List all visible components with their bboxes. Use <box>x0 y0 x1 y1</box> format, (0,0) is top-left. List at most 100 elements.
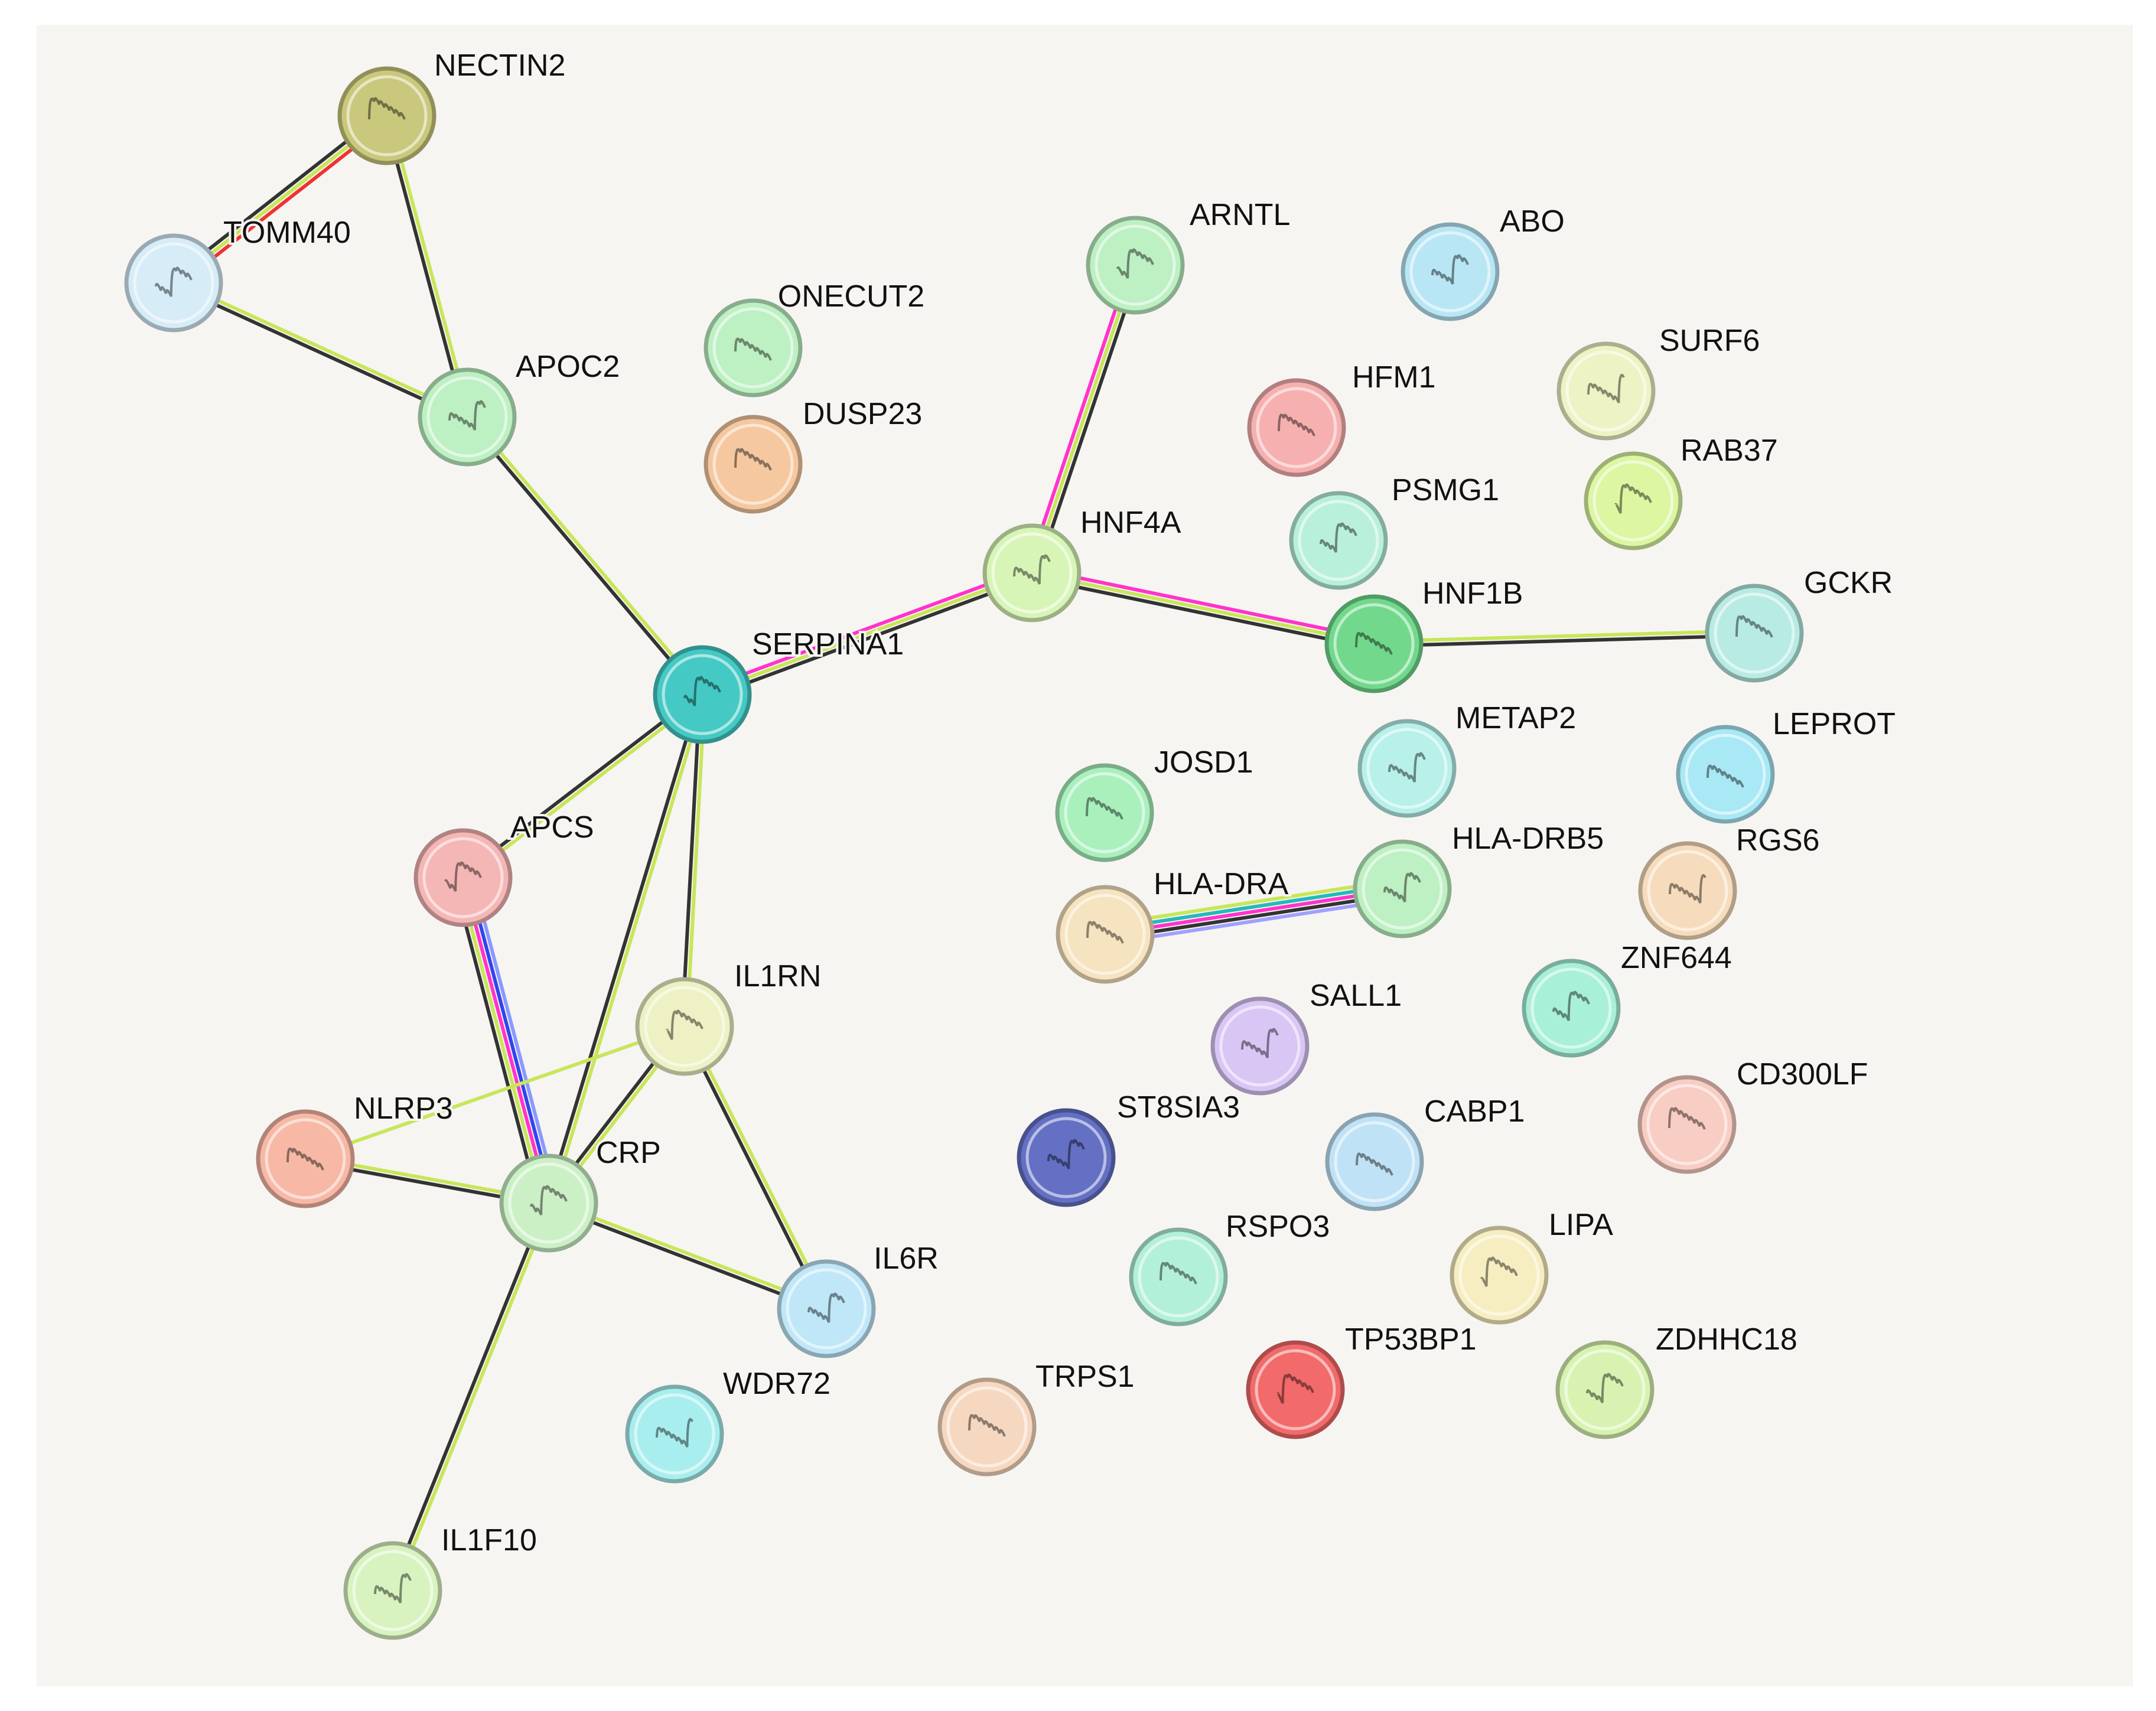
node-circle[interactable] <box>625 1384 724 1484</box>
edge-tomm40-apoc2[interactable] <box>171 279 470 421</box>
node-cd300lf[interactable]: CD300LF <box>1637 1055 1871 1174</box>
node-apcs[interactable]: APCS <box>413 808 597 927</box>
node-hfm1[interactable]: HFM1 <box>1247 358 1438 477</box>
node-inner-ring <box>634 1393 715 1475</box>
node-circle[interactable] <box>1584 451 1683 550</box>
node-inner-ring <box>346 75 428 157</box>
edge-evidence-line <box>393 1202 553 1593</box>
node-circle[interactable] <box>1637 1075 1737 1174</box>
node-circle[interactable] <box>777 1259 876 1358</box>
node-onecut2[interactable]: ONECUT2 <box>704 277 927 397</box>
node-circle[interactable] <box>1555 1340 1655 1439</box>
node-tp53bp1[interactable]: TP53BP1 <box>1246 1320 1479 1439</box>
node-circle[interactable] <box>1353 839 1452 938</box>
edge-evidence-line <box>460 690 703 878</box>
edge-apcs-crp[interactable] <box>452 873 560 1208</box>
node-hnf1b[interactable]: HNF1B <box>1324 574 1525 693</box>
node-il1rn[interactable]: IL1RN <box>635 957 823 1076</box>
node-circle[interactable] <box>499 1153 598 1253</box>
protein-structure-icon <box>666 1009 704 1040</box>
edge-crp-il6r[interactable] <box>546 1199 829 1313</box>
node-nlrp3[interactable]: NLRP3 <box>256 1089 455 1208</box>
node-hla-dra[interactable]: HLA-DRA <box>1056 865 1291 984</box>
node-rspo3[interactable]: RSPO3 <box>1129 1207 1332 1327</box>
edge-serpina1-il1rn[interactable] <box>680 692 706 1029</box>
edge-evidence-line <box>1025 262 1133 573</box>
node-circle[interactable] <box>1086 216 1185 315</box>
node-circle[interactable] <box>1401 222 1500 321</box>
edge-hnf1b-gckr[interactable] <box>1372 629 1757 648</box>
node-circle[interactable] <box>124 233 223 333</box>
node-metap2[interactable]: METAP2 <box>1357 699 1578 818</box>
node-leprot[interactable]: LEPROT <box>1676 705 1898 824</box>
node-rgs6[interactable]: RGS6 <box>1638 821 1822 940</box>
node-apoc2[interactable]: APOC2 <box>418 347 622 467</box>
node-circle[interactable] <box>337 66 437 165</box>
node-hla-drb5[interactable]: HLA-DRB5 <box>1353 819 1606 938</box>
node-circle[interactable] <box>1056 885 1155 984</box>
protein-structure-icon <box>1355 632 1393 655</box>
node-label: RGS6 <box>1736 823 1820 858</box>
node-psmg1[interactable]: PSMG1 <box>1289 471 1502 590</box>
node-circle[interactable] <box>937 1377 1037 1477</box>
edge-serpina1-apcs[interactable] <box>460 690 706 882</box>
node-surf6[interactable]: SURF6 <box>1556 321 1762 441</box>
node-circle[interactable] <box>413 828 513 927</box>
edge-il1rn-il6r[interactable] <box>680 1024 831 1312</box>
node-wdr72[interactable]: WDR72 <box>625 1364 833 1484</box>
node-rab37[interactable]: RAB37 <box>1584 431 1780 550</box>
node-gckr[interactable]: GCKR <box>1705 563 1895 683</box>
node-circle[interactable] <box>1522 959 1621 1058</box>
node-circle[interactable] <box>1324 594 1424 693</box>
node-hnf4a[interactable]: HNF4A <box>982 503 1184 623</box>
edge-serpina1-hnf4a[interactable] <box>699 566 1035 701</box>
node-znf644[interactable]: ZNF644 <box>1522 938 1734 1058</box>
node-circle[interactable] <box>1017 1108 1116 1207</box>
node-circle[interactable] <box>982 523 1082 623</box>
node-circle[interactable] <box>1246 1340 1345 1439</box>
node-nectin2[interactable]: NECTIN2 <box>337 46 568 165</box>
node-arntl[interactable]: ARNTL <box>1086 195 1292 315</box>
node-circle[interactable] <box>418 367 517 467</box>
node-circle[interactable] <box>256 1109 355 1208</box>
node-label: ABO <box>1500 204 1565 239</box>
node-dusp23[interactable]: DUSP23 <box>704 395 924 514</box>
edge-crp-il1f10[interactable] <box>389 1200 553 1593</box>
node-zdhhc18[interactable]: ZDHHC18 <box>1555 1320 1800 1439</box>
node-tomm40[interactable]: TOMM40 <box>124 213 353 333</box>
node-circle[interactable] <box>635 977 734 1076</box>
node-circle[interactable] <box>1055 763 1154 862</box>
node-circle[interactable] <box>1357 719 1457 818</box>
node-trps1[interactable]: TRPS1 <box>937 1357 1137 1477</box>
node-circle[interactable] <box>1210 996 1310 1096</box>
edge-nectin2-apoc2[interactable] <box>383 113 471 420</box>
node-abo[interactable]: ABO <box>1401 202 1567 321</box>
edge-hnf4a-arntl[interactable] <box>1025 262 1142 576</box>
node-st8sia3[interactable]: ST8SIA3 <box>1017 1088 1242 1207</box>
edge-evidence-line <box>463 416 702 698</box>
node-circle[interactable] <box>1705 584 1804 683</box>
node-il6r[interactable]: IL6R <box>777 1239 941 1358</box>
node-circle[interactable] <box>1450 1226 1549 1325</box>
node-inner-ring <box>1564 1349 1646 1430</box>
node-circle[interactable] <box>1289 491 1388 590</box>
edge-hla-dra-hla-drb5[interactable] <box>1102 878 1406 946</box>
node-circle[interactable] <box>343 1541 442 1640</box>
node-il1f10[interactable]: IL1F10 <box>343 1521 539 1640</box>
node-circle[interactable] <box>1247 378 1346 477</box>
node-crp[interactable]: CRP <box>499 1133 663 1253</box>
edge-serpina1-crp[interactable] <box>545 692 706 1206</box>
node-circle[interactable] <box>1129 1227 1228 1327</box>
edge-evidence-line <box>1029 575 1375 650</box>
edge-hnf4a-hnf1b[interactable] <box>1029 566 1377 650</box>
edge-apoc2-serpina1[interactable] <box>463 413 706 698</box>
node-cabp1[interactable]: CABP1 <box>1325 1092 1528 1211</box>
node-circle[interactable] <box>704 415 803 514</box>
node-sall1[interactable]: SALL1 <box>1210 976 1404 1096</box>
node-lipa[interactable]: LIPA <box>1450 1205 1616 1325</box>
node-inner-ring <box>1714 592 1795 674</box>
edge-il1rn-nlrp3[interactable] <box>304 1025 686 1161</box>
node-josd1[interactable]: JOSD1 <box>1055 743 1256 862</box>
node-circle[interactable] <box>653 645 752 744</box>
node-serpina1[interactable]: SERPINA1 <box>653 625 906 744</box>
